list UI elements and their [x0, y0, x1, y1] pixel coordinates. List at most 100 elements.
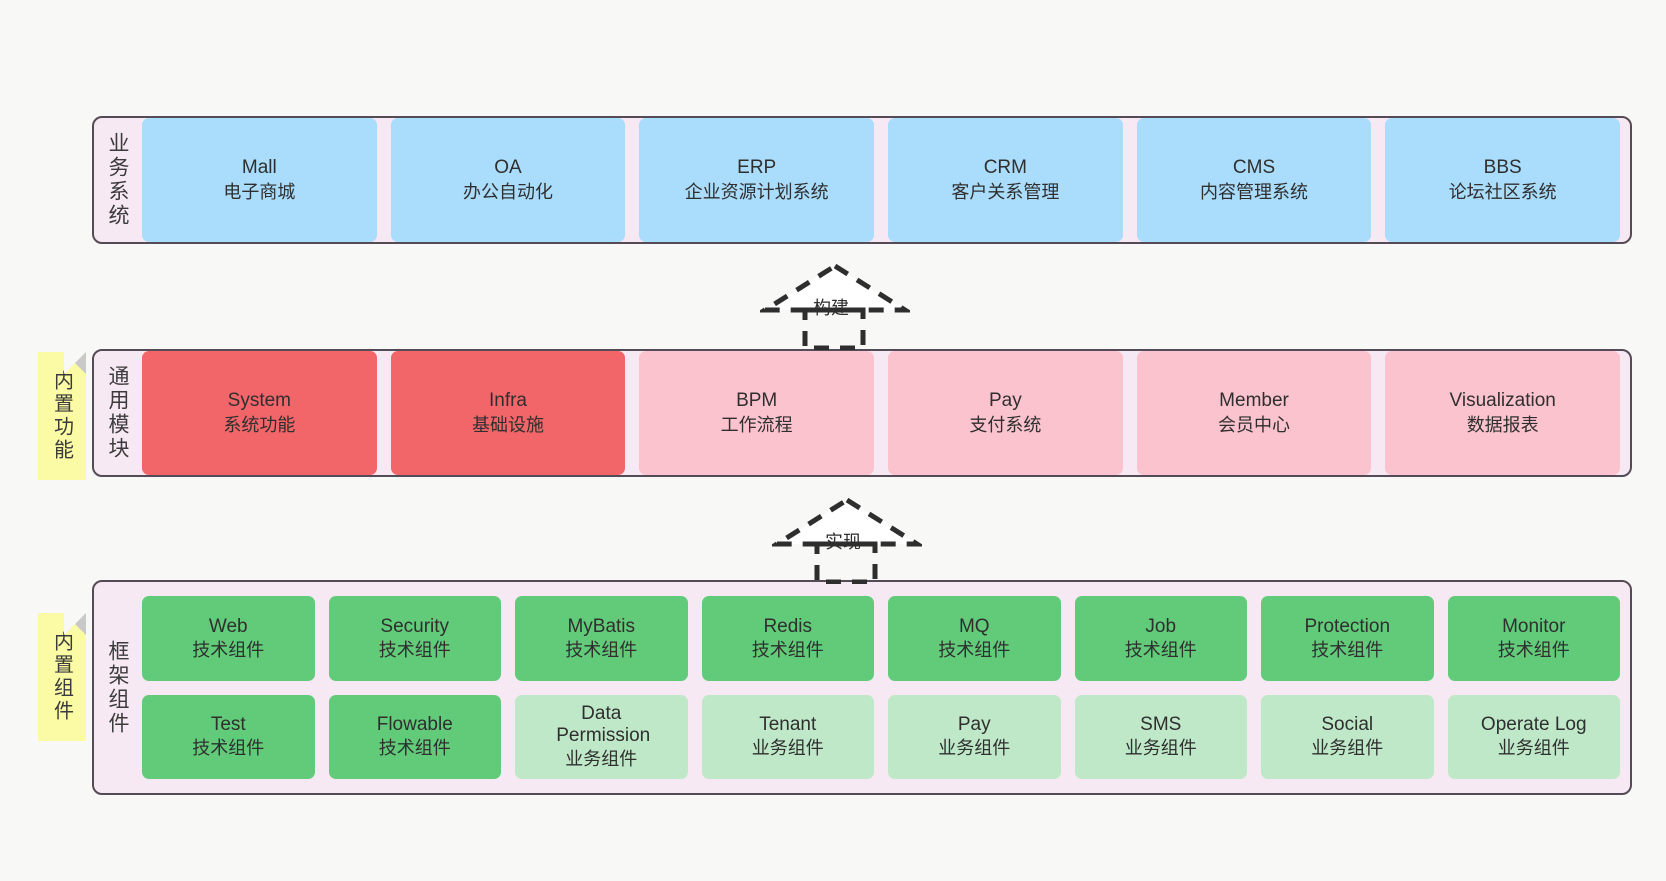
- card-security[interactable]: Security 技术组件: [328, 596, 501, 681]
- layer-label-business-system: 业务系统: [106, 132, 129, 228]
- card-subtitle: 业务组件: [751, 738, 824, 759]
- card-title: SMS: [1140, 714, 1182, 736]
- card-title: Mall: [241, 157, 277, 179]
- note-fold-notch-icon: [64, 352, 86, 374]
- card-subtitle: 企业资源计划系统: [684, 181, 829, 202]
- card-title: CMS: [1232, 157, 1276, 179]
- card-title: Flowable: [376, 714, 453, 736]
- card-subtitle: 技术组件: [751, 639, 824, 660]
- card-job[interactable]: Job 技术组件: [1074, 596, 1247, 681]
- card-title: MyBatis: [567, 615, 636, 637]
- card-row: Mall 电子商城 OA 办公自动化 ERP 企业资源计划系统 CRM 客户关系…: [142, 118, 1621, 242]
- card-tenant[interactable]: Tenant 业务组件: [701, 694, 874, 779]
- layer-label-common-module: 通用模块: [106, 365, 129, 461]
- connector-implement-label: 实现: [825, 532, 861, 552]
- card-row: Test 技术组件 Flowable 技术组件 Data Permission …: [142, 694, 1620, 779]
- card-redis[interactable]: Redis 技术组件: [701, 596, 874, 681]
- card-mybatis[interactable]: MyBatis 技术组件: [515, 596, 688, 681]
- card-subtitle: 基础设施: [472, 414, 544, 435]
- card-operate-log[interactable]: Operate Log 业务组件: [1447, 694, 1620, 779]
- card-subtitle: 技术组件: [378, 738, 451, 759]
- card-crm[interactable]: CRM 客户关系管理: [888, 118, 1123, 242]
- card-infra[interactable]: Infra 基础设施: [390, 351, 626, 475]
- card-bbs[interactable]: BBS 论坛社区系统: [1385, 118, 1621, 242]
- card-bpm[interactable]: BPM 工作流程: [639, 351, 875, 475]
- card-title: Protection: [1304, 615, 1391, 637]
- card-subtitle: 电子商城: [223, 181, 296, 202]
- layer-common-module: 通用模块 System 系统功能 Infra 基础设施 BPM 工作流程 Pay…: [92, 349, 1632, 477]
- card-subtitle: 数据报表: [1466, 414, 1539, 435]
- card-title: Pay: [988, 390, 1022, 412]
- card-subtitle: 技术组件: [938, 639, 1011, 660]
- card-data-permission[interactable]: Data Permission 业务组件: [515, 694, 688, 779]
- card-title: Security: [380, 615, 450, 637]
- layer-body-business-system: Mall 电子商城 OA 办公自动化 ERP 企业资源计划系统 CRM 客户关系…: [140, 118, 1630, 242]
- note-builtin-function: 内置功能: [38, 352, 86, 480]
- card-subtitle: 工作流程: [720, 414, 793, 435]
- card-subtitle: 系统功能: [223, 414, 296, 435]
- card-row: System 系统功能 Infra 基础设施 BPM 工作流程 Pay 支付系统…: [142, 351, 1621, 475]
- card-subtitle: 技术组件: [192, 639, 265, 660]
- card-member[interactable]: Member 会员中心: [1136, 351, 1372, 475]
- card-subtitle: 技术组件: [378, 639, 451, 660]
- card-title: MQ: [958, 615, 990, 637]
- card-subtitle: 内容管理系统: [1200, 181, 1309, 202]
- card-oa[interactable]: OA 办公自动化: [390, 118, 626, 242]
- layer-label-framework-component: 框架组件: [106, 639, 129, 736]
- card-title: BPM: [736, 390, 778, 412]
- card-erp[interactable]: ERP 企业资源计划系统: [639, 118, 875, 242]
- card-mq[interactable]: MQ 技术组件: [888, 596, 1061, 681]
- card-visualization[interactable]: Visualization 数据报表: [1385, 351, 1621, 475]
- card-title: Member: [1219, 390, 1289, 412]
- card-subtitle: 业务组件: [565, 748, 638, 769]
- card-subtitle: 客户关系管理: [951, 181, 1060, 202]
- card-title: Pay: [957, 714, 991, 736]
- card-title: Web: [208, 615, 248, 637]
- card-title: Redis: [763, 615, 813, 637]
- card-title: Job: [1145, 615, 1177, 637]
- card-subtitle: 技术组件: [1497, 639, 1570, 660]
- connector-build-label: 构建: [813, 298, 849, 318]
- note-label: 内置功能: [50, 370, 73, 462]
- card-subtitle: 技术组件: [565, 639, 638, 660]
- card-monitor[interactable]: Monitor 技术组件: [1447, 596, 1620, 681]
- card-subtitle: 技术组件: [192, 738, 265, 759]
- card-mall[interactable]: Mall 电子商城: [142, 118, 377, 242]
- card-title: System: [227, 390, 292, 412]
- connector-implement-arrow: [772, 497, 922, 584]
- note-label: 内置组件: [50, 631, 73, 723]
- card-web[interactable]: Web 技术组件: [142, 596, 315, 681]
- layer-business-system: 业务系统 Mall 电子商城 OA 办公自动化 ERP 企业资源计划系统 CRM…: [92, 116, 1632, 244]
- card-protection[interactable]: Protection 技术组件: [1261, 596, 1434, 681]
- card-pay[interactable]: Pay 支付系统: [888, 351, 1123, 475]
- card-title: Operate Log: [1480, 714, 1587, 736]
- card-title: Tenant: [759, 714, 817, 736]
- card-row: Web 技术组件 Security 技术组件 MyBatis 技术组件 Redi…: [142, 596, 1620, 681]
- card-subtitle: 业务组件: [1124, 738, 1197, 759]
- card-title: ERP: [737, 157, 777, 179]
- card-test[interactable]: Test 技术组件: [142, 694, 315, 779]
- card-title: Data Permission: [556, 702, 651, 747]
- card-title: BBS: [1483, 157, 1522, 179]
- card-subtitle: 支付系统: [969, 414, 1042, 435]
- card-subtitle: 论坛社区系统: [1448, 181, 1557, 202]
- layer-body-framework-component: Web 技术组件 Security 技术组件 MyBatis 技术组件 Redi…: [140, 582, 1630, 793]
- card-title: Test: [210, 714, 246, 736]
- card-title: Infra: [488, 390, 528, 412]
- card-cms[interactable]: CMS 内容管理系统: [1136, 118, 1372, 242]
- card-title: OA: [494, 157, 522, 179]
- card-social[interactable]: Social 业务组件: [1261, 694, 1434, 779]
- card-title: Social: [1321, 714, 1374, 736]
- note-fold-notch-icon: [64, 613, 86, 635]
- layer-body-common-module: System 系统功能 Infra 基础设施 BPM 工作流程 Pay 支付系统…: [140, 351, 1630, 475]
- card-subtitle: 业务组件: [1311, 738, 1384, 759]
- layer-framework-component: 框架组件 Web 技术组件 Security 技术组件 MyBatis 技术组件…: [92, 580, 1632, 795]
- card-subtitle: 会员中心: [1218, 414, 1291, 435]
- card-pay-business[interactable]: Pay 业务组件: [888, 694, 1061, 779]
- card-sms[interactable]: SMS 业务组件: [1074, 694, 1247, 779]
- card-subtitle: 技术组件: [1311, 639, 1384, 660]
- card-system[interactable]: System 系统功能: [142, 351, 377, 475]
- note-builtin-component: 内置组件: [38, 613, 86, 741]
- card-title: Monitor: [1502, 615, 1566, 637]
- card-flowable[interactable]: Flowable 技术组件: [328, 694, 501, 779]
